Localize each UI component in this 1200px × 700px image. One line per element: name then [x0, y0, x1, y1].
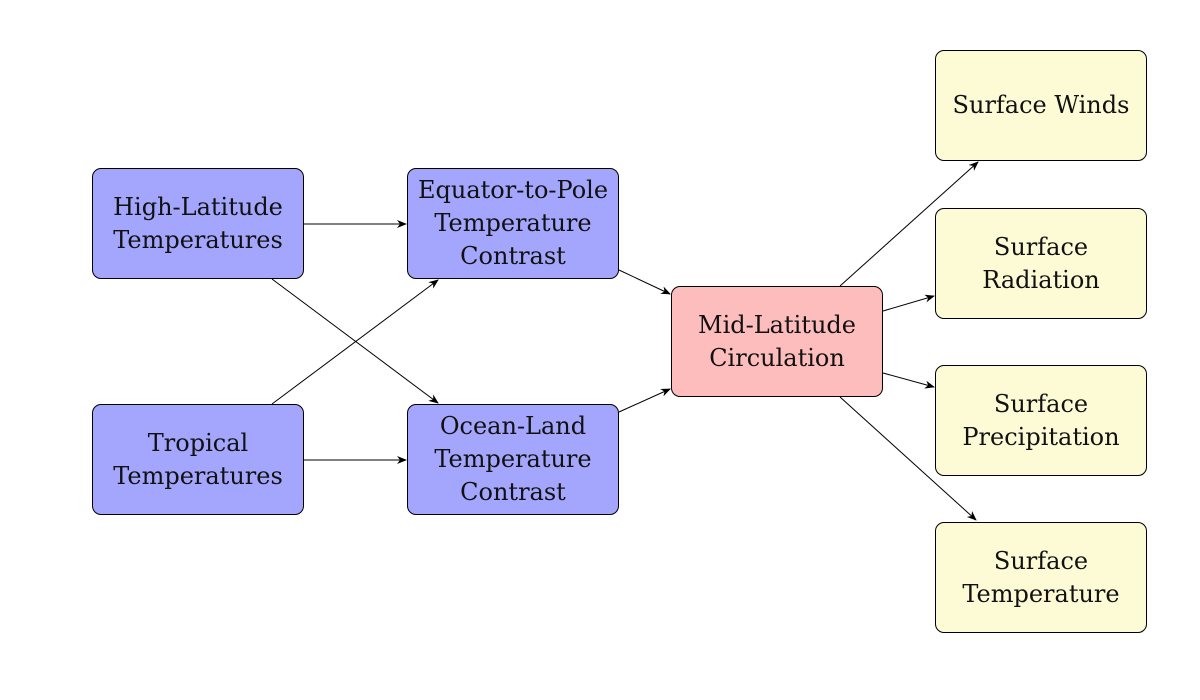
node-label-line: High-Latitude: [113, 192, 283, 221]
node-ocean-land-contrast: Ocean-Land Temperature Contrast: [407, 404, 619, 515]
edge-high-latitude-to-ocean-land: [271, 278, 439, 404]
node-label-line: Temperature: [434, 445, 592, 473]
node-label-line: Contrast: [460, 242, 566, 270]
node-label-line: Radiation: [982, 265, 1100, 294]
node-label-line: Mid-Latitude: [698, 310, 856, 339]
node-label-line: Tropical: [147, 428, 249, 457]
node-mid-latitude-circulation: Mid-Latitude Circulation: [671, 286, 883, 397]
node-equator-to-pole-contrast: Equator-to-Pole Temperature Contrast: [407, 168, 619, 279]
node-label-line: Surface Winds: [952, 91, 1130, 119]
node-label-line: Equator-to-Pole: [417, 176, 609, 204]
edge-mid-latitude-to-surface-precipitation: [882, 372, 935, 389]
edge-equator-pole-to-mid-latitude: [618, 269, 671, 295]
node-tropical-temperatures: Tropical Temperatures: [92, 404, 304, 515]
node-surface-precipitation: Surface Precipitation: [935, 365, 1147, 476]
edge-ocean-land-to-mid-latitude: [618, 388, 671, 413]
node-surface-winds: Surface Winds: [935, 50, 1147, 161]
node-high-latitude-temperatures: High-Latitude Temperatures: [92, 168, 304, 279]
node-label-line: Contrast: [460, 478, 566, 506]
node-surface-temperature: Surface Temperature: [935, 522, 1147, 633]
node-label-line: Surface: [993, 232, 1089, 261]
node-label-line: Circulation: [709, 343, 845, 372]
edge-mid-latitude-to-surface-temperature: [839, 396, 977, 521]
node-label-line: Temperature: [962, 579, 1120, 608]
node-label-line: Temperatures: [113, 225, 283, 254]
edge-mid-latitude-to-surface-radiation: [882, 294, 935, 312]
node-label-line: Precipitation: [962, 422, 1120, 451]
node-label-line: Surface: [993, 546, 1089, 575]
node-surface-radiation: Surface Radiation: [935, 208, 1147, 319]
node-label-line: Ocean-Land: [439, 412, 587, 440]
edge-tropical-to-equator-pole: [271, 279, 439, 405]
node-label-line: Surface: [993, 389, 1089, 418]
node-label-line: Temperature: [434, 209, 592, 237]
edge-mid-latitude-to-surface-winds: [839, 161, 979, 287]
node-label-line: Temperatures: [113, 461, 283, 490]
